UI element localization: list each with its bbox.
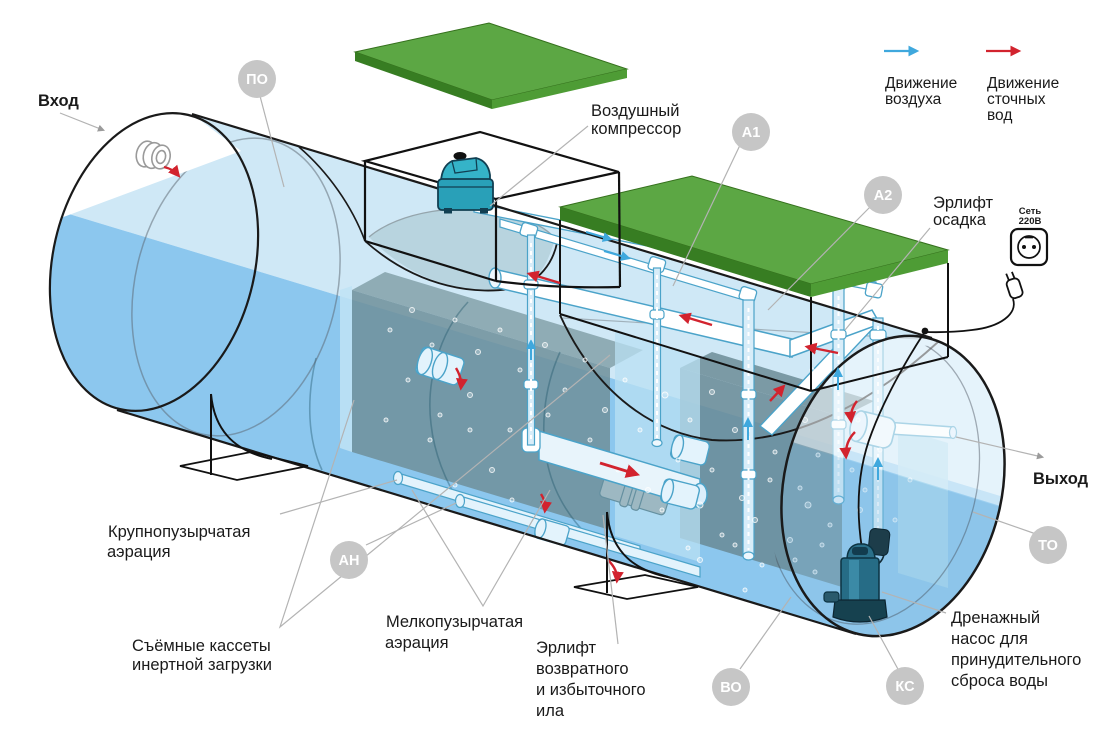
svg-text:принудительного: принудительного (951, 651, 1081, 669)
svg-text:Дренажный: Дренажный (951, 609, 1040, 627)
svg-text:220В: 220В (1019, 216, 1042, 227)
svg-text:вод: вод (987, 107, 1012, 124)
svg-text:А1: А1 (742, 125, 761, 141)
svg-text:Мелкопузырчатая: Мелкопузырчатая (386, 613, 523, 631)
svg-text:АН: АН (339, 553, 360, 569)
svg-text:Эрлифт: Эрлифт (933, 194, 994, 212)
svg-text:Крупнопузырчатая: Крупнопузырчатая (108, 523, 250, 541)
svg-text:аэрация: аэрация (385, 634, 449, 652)
svg-text:сточных: сточных (987, 91, 1046, 108)
svg-text:компрессор: компрессор (591, 120, 681, 138)
svg-text:насос для: насос для (951, 630, 1028, 648)
svg-text:Выход: Выход (1033, 470, 1089, 488)
svg-text:и избыточного: и избыточного (536, 681, 646, 699)
svg-text:Съёмные кассеты: Съёмные кассеты (132, 637, 271, 655)
svg-text:Вход: Вход (38, 92, 79, 110)
svg-text:ПО: ПО (246, 72, 268, 88)
svg-text:инертной загрузки: инертной загрузки (132, 656, 272, 674)
svg-text:сброса воды: сброса воды (951, 672, 1048, 690)
svg-text:Движение: Движение (885, 75, 957, 92)
svg-text:КС: КС (895, 679, 915, 695)
svg-text:Сеть: Сеть (1019, 206, 1042, 217)
svg-text:Эрлифт: Эрлифт (536, 639, 597, 657)
svg-text:Движение: Движение (987, 75, 1059, 92)
svg-text:воздуха: воздуха (885, 91, 942, 108)
svg-text:возвратного: возвратного (536, 660, 629, 678)
svg-text:ила: ила (536, 702, 565, 720)
svg-text:Воздушный: Воздушный (591, 102, 680, 120)
svg-text:ВО: ВО (720, 680, 741, 696)
svg-text:А2: А2 (874, 188, 893, 204)
svg-text:осадка: осадка (933, 211, 987, 229)
svg-text:ТО: ТО (1038, 538, 1058, 554)
svg-text:аэрация: аэрация (107, 543, 171, 561)
